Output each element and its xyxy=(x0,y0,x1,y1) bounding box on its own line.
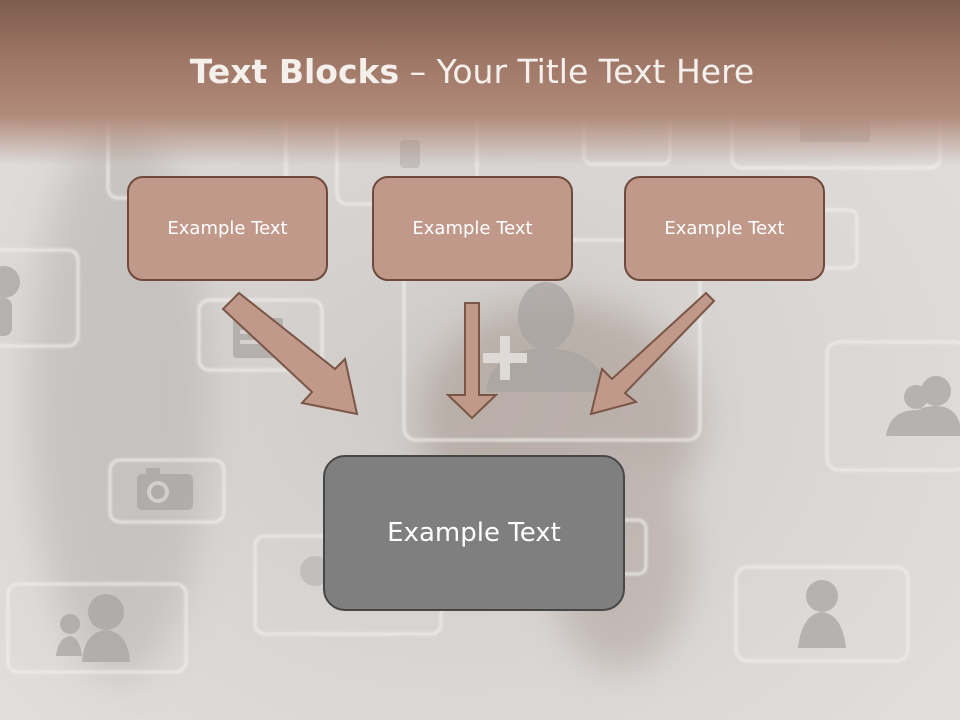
text-block-1: Example Text xyxy=(127,176,328,281)
arrow-middle xyxy=(445,302,499,420)
camera-icon xyxy=(137,468,193,510)
header-band xyxy=(0,0,960,165)
text-block-1-label: Example Text xyxy=(167,218,288,239)
center-text-block-label: Example Text xyxy=(387,518,561,548)
text-block-3-label: Example Text xyxy=(664,218,785,239)
user-female-icon xyxy=(798,580,846,648)
text-block-2: Example Text xyxy=(372,176,573,281)
title-rest: – Your Title Text Here xyxy=(399,52,755,91)
add-user-icon xyxy=(483,282,606,392)
bg-tile xyxy=(734,565,910,663)
users-icon xyxy=(56,594,130,662)
person-icon xyxy=(0,266,20,336)
page-title: Text Blocks – Your Title Text Here xyxy=(0,52,944,91)
group-icon xyxy=(886,376,960,436)
arrow-right xyxy=(589,291,716,416)
bg-tile xyxy=(825,340,960,472)
bg-tile xyxy=(6,582,188,674)
center-text-block: Example Text xyxy=(323,455,625,611)
bg-tile xyxy=(197,298,324,372)
title-bold: Text Blocks xyxy=(189,52,400,91)
bg-tile xyxy=(108,458,226,524)
text-block-2-label: Example Text xyxy=(412,218,533,239)
bg-tile xyxy=(0,248,80,348)
text-block-3: Example Text xyxy=(624,176,825,281)
arrow-left xyxy=(221,291,359,416)
